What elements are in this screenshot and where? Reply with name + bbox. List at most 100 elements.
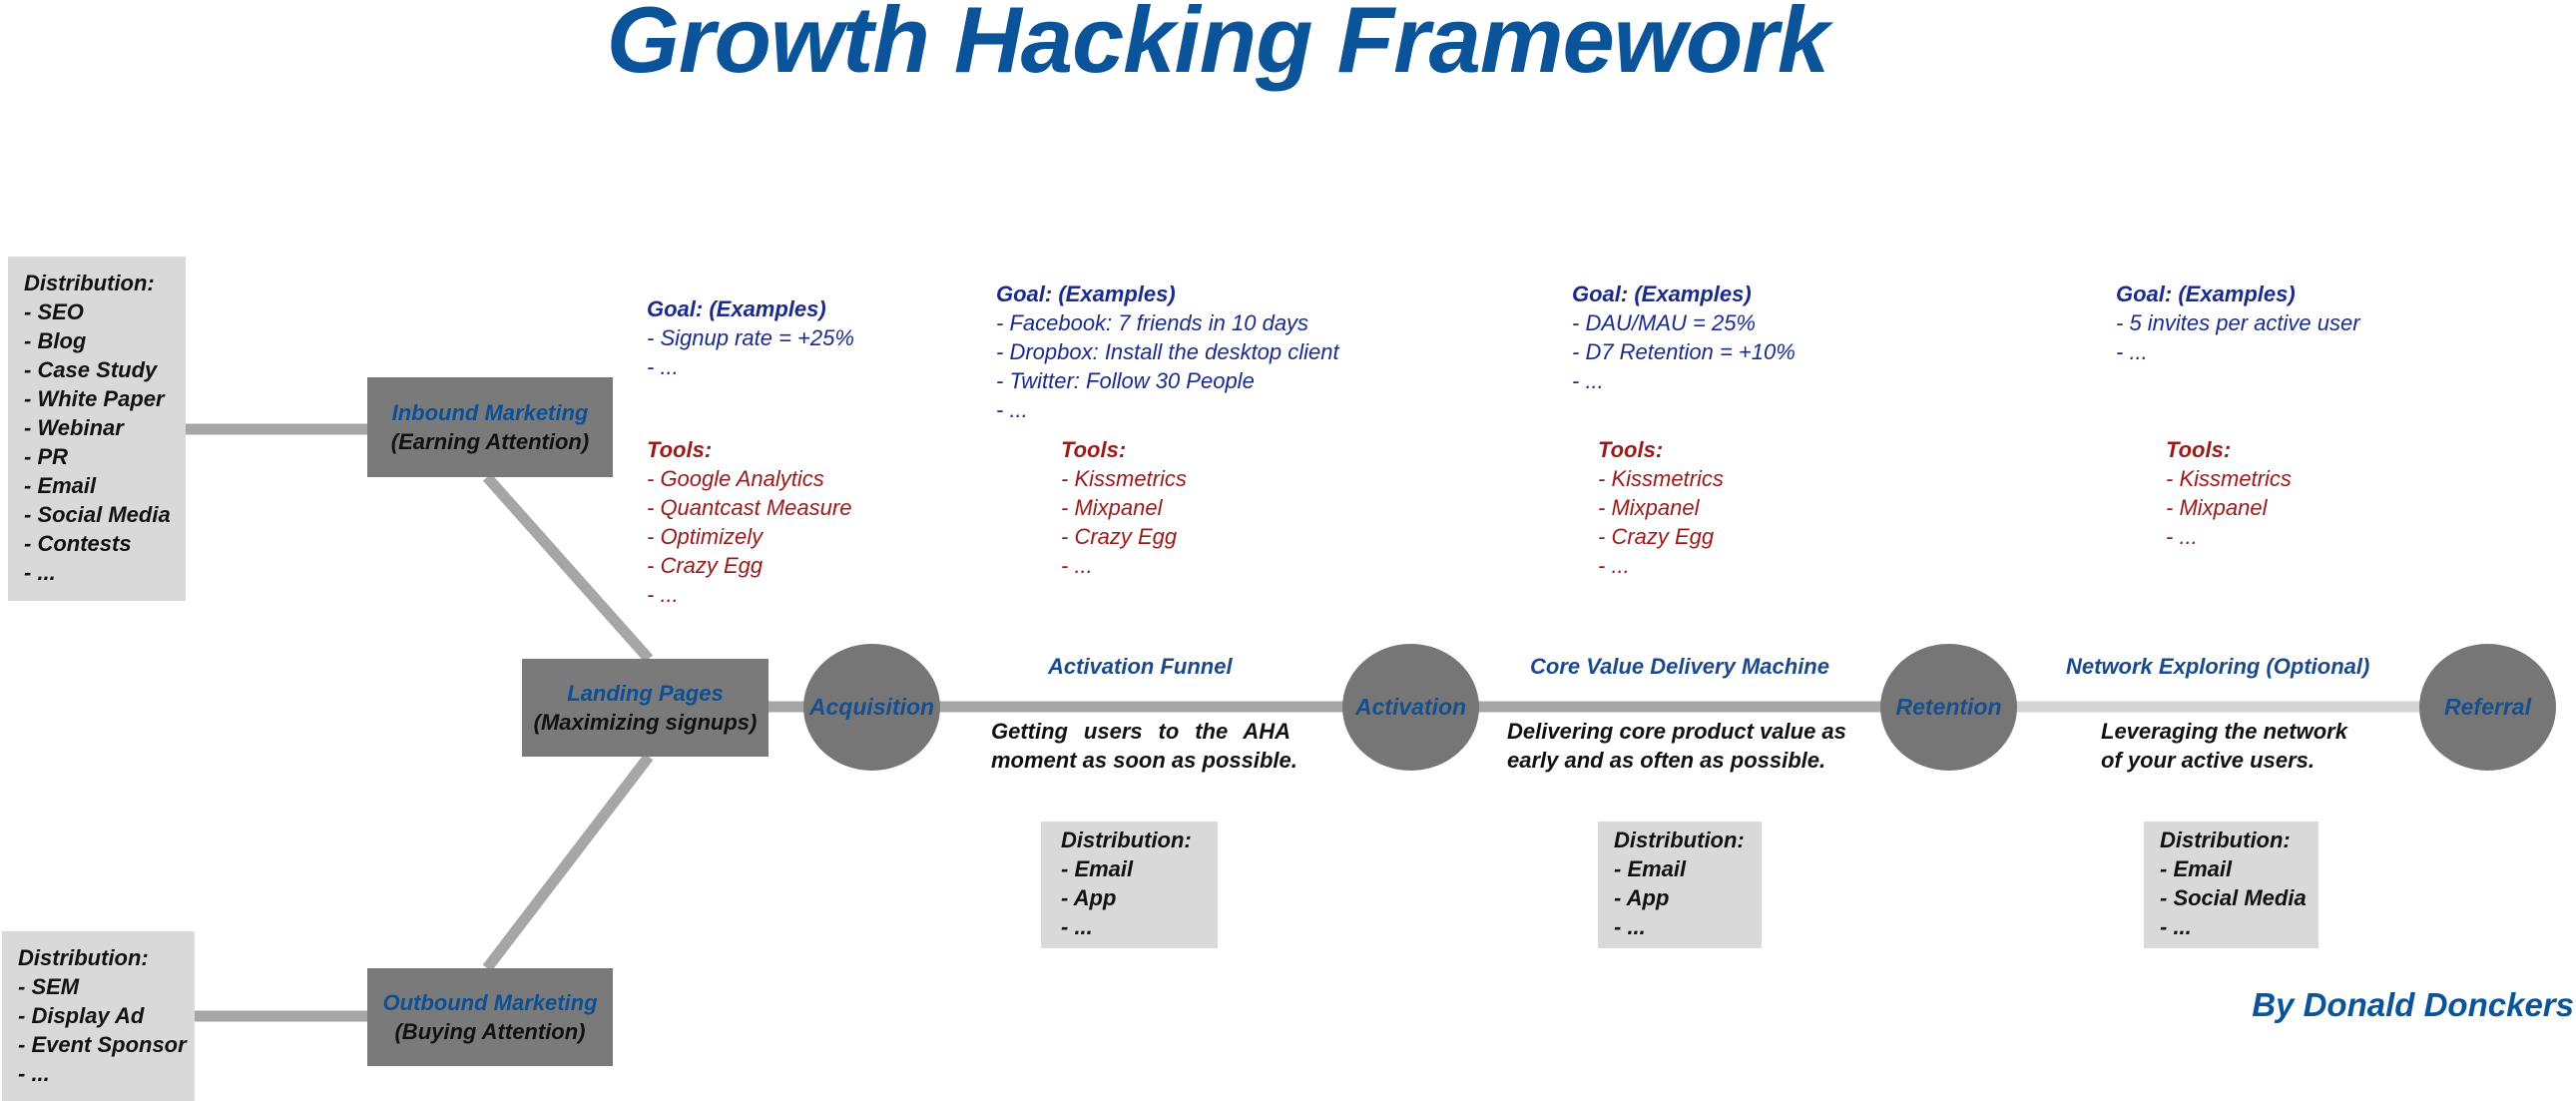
- activation-distribution-box: Distribution: - Email - App - ...: [1041, 822, 1218, 948]
- referral-description: Leveraging the network of your active us…: [2101, 717, 2400, 775]
- goal-item: - ...: [996, 397, 1028, 422]
- list-item: - ...: [18, 1061, 50, 1086]
- goal-item: - ...: [1572, 368, 1604, 393]
- list-item: - Social Media: [24, 502, 171, 527]
- tool-item: - ...: [2166, 524, 2198, 549]
- retention-tools: Tools: - Kissmetrics - Mixpanel - Crazy …: [1598, 435, 1724, 580]
- list-item: - Display Ad: [18, 1003, 145, 1028]
- retention-goals: Goal: (Examples) - DAU/MAU = 25% - D7 Re…: [1572, 279, 1796, 395]
- list-item: - App: [1614, 885, 1670, 910]
- stage-label: Acquisition: [808, 694, 935, 720]
- goal-heading: Goal: (Examples): [1572, 281, 1752, 306]
- activation-goals: Goal: (Examples) - Facebook: 7 friends i…: [996, 279, 1339, 424]
- distribution-heading: Distribution:: [18, 945, 149, 970]
- tools-heading: Tools:: [647, 437, 713, 462]
- inbound-marketing-subtitle: (Earning Attention): [390, 429, 590, 454]
- tool-item: - Kissmetrics: [1061, 466, 1187, 491]
- activation-description: Getting users to the AHA moment as soon …: [991, 717, 1297, 775]
- referral-goals: Goal: (Examples) - 5 invites per active …: [2116, 279, 2360, 366]
- goal-item: - D7 Retention = +10%: [1572, 339, 1796, 364]
- distribution-heading: Distribution:: [1614, 827, 1745, 852]
- tool-item: - Quantcast Measure: [647, 495, 852, 520]
- description-line: Leveraging the network: [2101, 719, 2347, 744]
- list-item: - ...: [24, 560, 56, 585]
- list-item: - SEO: [24, 299, 84, 324]
- list-item: - ...: [1061, 914, 1093, 939]
- list-item: - Webinar: [24, 415, 124, 440]
- retention-description: Delivering core product value as early a…: [1507, 717, 1856, 775]
- list-item: - Blog: [24, 328, 87, 353]
- goal-heading: Goal: (Examples): [996, 281, 1176, 306]
- outbound-distribution-box: Distribution: - SEM - Display Ad - Event…: [2, 931, 195, 1101]
- tool-item: - ...: [1598, 553, 1630, 578]
- tool-item: - ...: [647, 582, 679, 607]
- list-item: - Contests: [24, 531, 132, 556]
- tools-heading: Tools:: [1598, 437, 1664, 462]
- stage-activation: Activation: [1342, 644, 1479, 771]
- list-item: - PR: [24, 444, 68, 469]
- tools-heading: Tools:: [2166, 437, 2232, 462]
- stage-retention: Retention: [1880, 644, 2017, 771]
- goal-item: - DAU/MAU = 25%: [1572, 310, 1756, 335]
- goal-item: - Signup rate = +25%: [647, 325, 854, 350]
- goal-item: - Facebook: 7 friends in 10 days: [996, 310, 1309, 335]
- core-value-title: Core Value Delivery Machine: [1530, 654, 1829, 679]
- tool-item: - ...: [1061, 553, 1093, 578]
- network-exploring-title: Network Exploring (Optional): [2066, 654, 2370, 679]
- distribution-heading: Distribution:: [2160, 827, 2291, 852]
- tool-item: - Mixpanel: [1061, 495, 1163, 520]
- list-item: - Email: [1061, 856, 1134, 881]
- stage-referral: Referral: [2419, 644, 2556, 771]
- activation-funnel-title: Activation Funnel: [1048, 654, 1233, 679]
- acquisition-goals: Goal: (Examples) - Signup rate = +25% - …: [647, 294, 854, 381]
- tool-item: - Mixpanel: [2166, 495, 2268, 520]
- acquisition-tools: Tools: - Google Analytics - Quantcast Me…: [647, 435, 851, 609]
- stage-label: Retention: [1895, 694, 2002, 720]
- tool-item: - Kissmetrics: [2166, 466, 2292, 491]
- list-item: - Event Sponsor: [18, 1032, 187, 1057]
- stage-acquisition: Acquisition: [803, 644, 940, 771]
- outbound-marketing-title: Outbound Marketing: [382, 990, 598, 1015]
- goal-item: - ...: [2116, 339, 2148, 364]
- page-title: Growth Hacking Framework: [606, 0, 1829, 92]
- tool-item: - Optimizely: [647, 524, 764, 549]
- goal-item: - Dropbox: Install the desktop client: [996, 339, 1339, 364]
- activation-tools: Tools: - Kissmetrics - Mixpanel - Crazy …: [1061, 435, 1187, 580]
- list-item: - App: [1061, 885, 1117, 910]
- connector-outbound-landing: [482, 753, 654, 972]
- tools-heading: Tools:: [1061, 437, 1127, 462]
- list-item: - White Paper: [24, 386, 165, 411]
- goal-heading: Goal: (Examples): [2116, 281, 2296, 306]
- list-item: - ...: [2160, 914, 2192, 939]
- outbound-marketing-box: Outbound Marketing (Buying Attention): [367, 968, 613, 1066]
- outbound-marketing-subtitle: (Buying Attention): [394, 1019, 586, 1044]
- tool-item: - Crazy Egg: [1061, 524, 1178, 549]
- list-item: - SEM: [18, 974, 80, 999]
- tool-item: - Kissmetrics: [1598, 466, 1724, 491]
- tool-item: - Crazy Egg: [1598, 524, 1715, 549]
- tool-item: - Mixpanel: [1598, 495, 1700, 520]
- description-line: of your active users.: [2101, 748, 2315, 773]
- landing-pages-title: Landing Pages: [567, 681, 724, 706]
- referral-tools: Tools: - Kissmetrics - Mixpanel - ...: [2166, 435, 2292, 551]
- author-byline: By Donald Donckers: [2252, 986, 2574, 1023]
- list-item: - Email: [2160, 856, 2233, 881]
- stage-label: Referral: [2444, 694, 2531, 720]
- tool-item: - Google Analytics: [647, 466, 824, 491]
- list-item: - Email: [24, 473, 97, 498]
- landing-pages-box: Landing Pages (Maximizing signups): [522, 659, 769, 757]
- tool-item: - Crazy Egg: [647, 553, 764, 578]
- retention-distribution-box: Distribution: - Email - App - ...: [1598, 822, 1762, 948]
- list-item: - Email: [1614, 856, 1687, 881]
- distribution-heading: Distribution:: [24, 271, 155, 295]
- goal-item: - ...: [647, 354, 679, 379]
- referral-distribution-box: Distribution: - Email - Social Media - .…: [2144, 822, 2318, 948]
- connector-inbound-landing: [482, 473, 654, 663]
- goal-item: - 5 invites per active user: [2116, 310, 2360, 335]
- goal-item: - Twitter: Follow 30 People: [996, 368, 1255, 393]
- goal-heading: Goal: (Examples): [647, 296, 826, 321]
- distribution-heading: Distribution:: [1061, 827, 1192, 852]
- inbound-marketing-box: Inbound Marketing (Earning Attention): [367, 377, 613, 477]
- inbound-marketing-title: Inbound Marketing: [391, 400, 589, 425]
